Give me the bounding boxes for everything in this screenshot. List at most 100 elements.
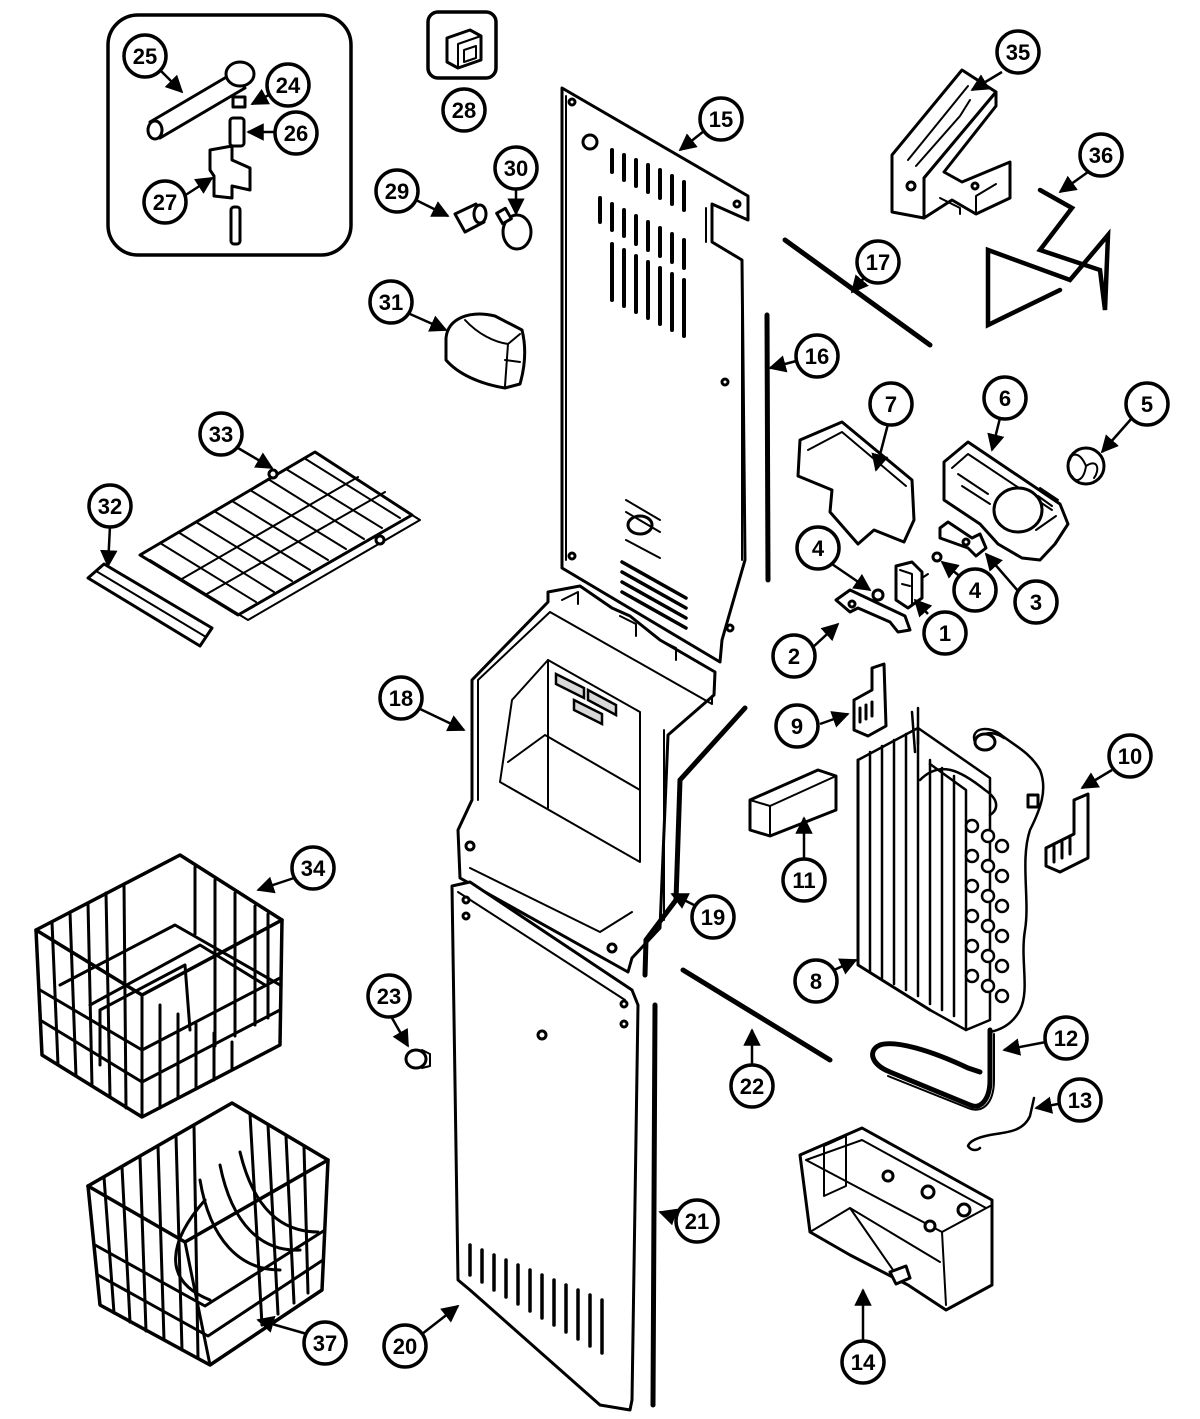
callout-7-label: 7	[885, 392, 897, 417]
callout-9-label: 9	[791, 714, 803, 739]
callout-36-label: 36	[1089, 143, 1113, 168]
callout-6-label: 6	[999, 386, 1011, 411]
callout-27-label: 27	[153, 190, 177, 215]
callout-16-label: 16	[805, 344, 829, 369]
plug-23	[404, 1048, 431, 1070]
callout-13-label: 13	[1068, 1088, 1092, 1113]
light-cover-31	[444, 312, 527, 390]
motor-bracket-2	[834, 588, 912, 634]
callout-23: 23	[366, 973, 412, 1019]
callout-12: 12	[1043, 1015, 1089, 1061]
drain-pan-14	[798, 1126, 994, 1312]
callout-20: 20	[382, 1323, 428, 1369]
callout-21-label: 21	[685, 1209, 709, 1234]
evaporator-8	[856, 706, 1045, 1034]
basket-37	[86, 1101, 330, 1367]
callout-24: 24	[265, 62, 311, 108]
callout-28-label: 28	[452, 98, 476, 123]
callout-27: 27	[142, 179, 188, 225]
callout-11: 11	[781, 857, 827, 903]
callouts: 1 2 3 4 4 5 6 7 8 9 10 11 12 13 14 15 16…	[87, 29, 1170, 1385]
callout-32-label: 32	[98, 494, 122, 519]
switch-28	[426, 10, 498, 80]
basket-34	[34, 853, 284, 1119]
callout-5: 5	[1124, 381, 1170, 427]
callout-20-label: 20	[393, 1334, 417, 1359]
callout-25: 25	[122, 33, 168, 79]
callout-31: 31	[368, 279, 414, 325]
callout-1: 1	[922, 610, 968, 656]
callout-22: 22	[729, 1063, 775, 1109]
fan-shroud-6	[942, 440, 1070, 562]
rear-panel-15	[560, 86, 750, 664]
block-11	[748, 768, 838, 838]
callout-29-label: 29	[385, 179, 409, 204]
callout-9: 9	[774, 703, 820, 749]
callout-17-label: 17	[866, 250, 890, 275]
gasket-36	[985, 187, 1111, 329]
callout-36: 36	[1078, 132, 1124, 178]
callout-30-label: 30	[504, 156, 528, 181]
callout-14: 14	[840, 1339, 886, 1385]
callout-35-label: 35	[1006, 40, 1030, 65]
callout-33-label: 33	[209, 422, 233, 447]
callout-8: 8	[793, 958, 839, 1004]
callout-37: 37	[302, 1320, 348, 1366]
trim-16	[764, 312, 771, 583]
callout-22-label: 22	[740, 1074, 764, 1099]
callout-15: 15	[698, 96, 744, 142]
callout-8-label: 8	[810, 969, 822, 994]
clip-9	[852, 662, 888, 738]
callout-23-label: 23	[377, 984, 401, 1009]
callout-3: 3	[1013, 579, 1059, 625]
callout-6: 6	[982, 375, 1028, 421]
callout-26-label: 26	[284, 121, 308, 146]
callout-2-label: 2	[788, 644, 800, 669]
callout-4b: 4	[952, 567, 998, 613]
callout-30: 30	[493, 145, 539, 191]
callout-2: 2	[771, 633, 817, 679]
callout-10: 10	[1107, 733, 1153, 779]
trim-22	[680, 967, 833, 1063]
screw-4b	[931, 551, 943, 563]
callout-15-label: 15	[709, 107, 733, 132]
callout-19: 19	[690, 894, 736, 940]
callout-18: 18	[378, 675, 424, 721]
callout-12-label: 12	[1054, 1026, 1078, 1051]
callout-25-label: 25	[133, 44, 157, 69]
light-bulb-30	[495, 206, 533, 251]
callout-21: 21	[674, 1198, 720, 1244]
wire-shelf-33	[138, 450, 421, 621]
callout-11-label: 11	[792, 868, 815, 893]
light-socket-29	[453, 202, 488, 234]
callout-16: 16	[794, 333, 840, 379]
callout-17: 17	[855, 239, 901, 285]
callout-1-label: 1	[939, 621, 951, 646]
callout-18-label: 18	[389, 686, 413, 711]
callout-4b-label: 4	[969, 578, 982, 603]
callout-34: 34	[290, 845, 336, 891]
callout-13: 13	[1057, 1077, 1103, 1123]
callout-29: 29	[374, 168, 420, 214]
callout-32: 32	[87, 483, 133, 529]
callout-7: 7	[868, 381, 914, 427]
screw-4a	[871, 588, 885, 602]
clip-10	[1044, 792, 1090, 874]
bracket-35	[890, 68, 1012, 220]
lower-panel-20	[450, 880, 640, 1412]
heater-12	[870, 1027, 995, 1111]
callout-14-label: 14	[851, 1350, 876, 1375]
wire-13	[966, 1096, 1036, 1152]
callout-10-label: 10	[1118, 744, 1142, 769]
callout-34-label: 34	[301, 856, 326, 881]
shelf-trim-32	[86, 562, 214, 648]
callout-37-label: 37	[313, 1331, 337, 1356]
leader-lines	[100, 67, 1133, 1340]
fan-blade-5	[1066, 446, 1106, 486]
fan-motor-1	[894, 560, 929, 610]
callout-33: 33	[198, 411, 244, 457]
bracket-3	[938, 520, 988, 558]
callout-4a: 4	[795, 525, 841, 571]
callout-3-label: 3	[1030, 590, 1042, 615]
